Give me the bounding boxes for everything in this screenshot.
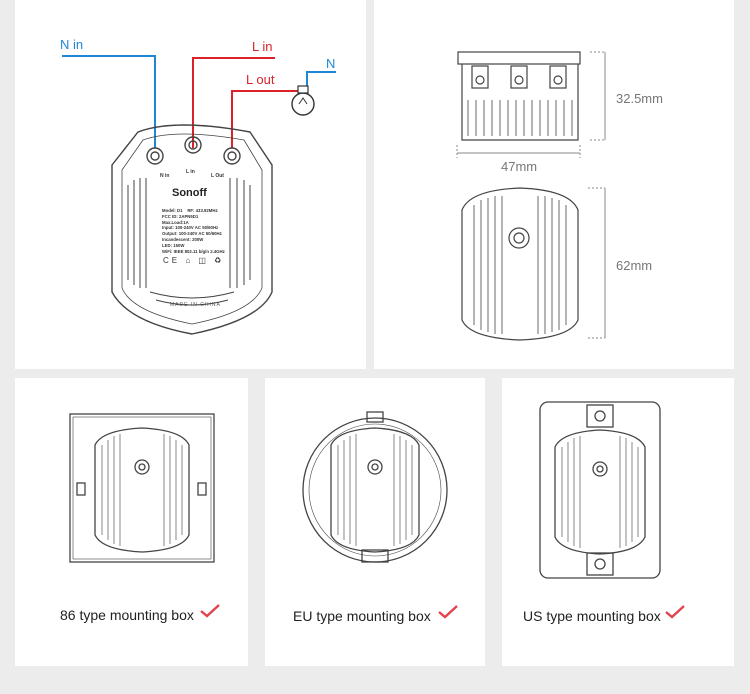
device-front: [111, 124, 273, 335]
l-in-label: L in: [252, 39, 273, 54]
terminal-n-in: N in: [160, 173, 170, 179]
checkmark-icon: [438, 605, 458, 619]
checkmark-icon: [200, 604, 220, 618]
wiring-diagram-panel: [15, 0, 366, 369]
terminal-l-out: L Out: [211, 173, 224, 179]
width-dimension: 47mm: [501, 159, 538, 174]
live-in-wire: [192, 57, 275, 148]
certification-icons: CE ⌂ ◫ ♻: [163, 256, 225, 265]
neutral-out-wire: [306, 71, 336, 86]
caption-86-type: 86 type mounting box: [60, 607, 194, 623]
terminal-l-in: L in: [186, 169, 195, 175]
caption-eu-type: EU type mounting box: [293, 608, 431, 624]
depth-dimension: 62mm: [616, 258, 653, 273]
n-in-label: N in: [60, 37, 84, 52]
l-out-label: L out: [246, 72, 275, 87]
mounting-eu-panel: [265, 378, 485, 666]
device-spec-label: Model: D1 RF: 433.92MHz FCC ID: 2APN5D1 …: [162, 208, 225, 254]
caption-us-type: US type mounting box: [523, 608, 661, 624]
device-brand-logo: Sonoff: [172, 187, 207, 199]
checkmark-icon: [665, 605, 685, 619]
mounting-us-panel: [502, 378, 734, 666]
made-in-label: MADE IN CHINA: [170, 302, 221, 308]
mounting-86-panel: [15, 378, 248, 666]
light-bulb-icon: [291, 85, 315, 116]
neutral-in-wire: [62, 55, 156, 148]
height-dimension: 32.5mm: [616, 91, 663, 106]
dimensions-panel: [374, 0, 734, 369]
n-out-label: N: [326, 56, 336, 71]
